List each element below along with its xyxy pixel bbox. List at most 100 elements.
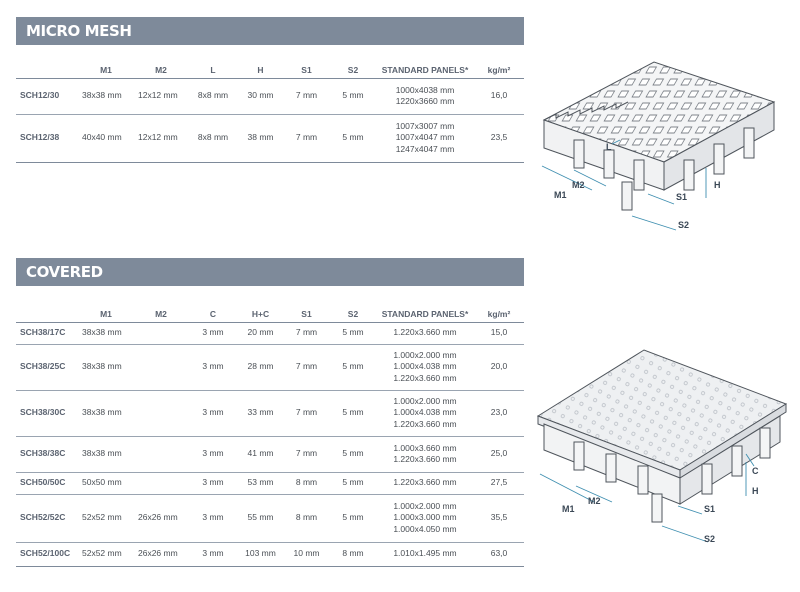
- value-cell-s2: 5 mm: [330, 78, 376, 115]
- column-header: M2: [134, 62, 188, 79]
- value-cell-c3: 3 mm: [188, 494, 238, 543]
- product-code-cell: SCH12/38: [16, 114, 78, 163]
- value-cell-m1: 38x38 mm: [78, 390, 134, 437]
- value-cell-m1: 38x38 mm: [78, 78, 134, 115]
- panel-size: 1247x4047 mm: [395, 143, 455, 154]
- panel-size: 1.000x3.000 mm: [393, 512, 457, 523]
- micro-mesh-section-header: MICRO MESH: [16, 17, 524, 45]
- value-cell-m2: [134, 390, 188, 437]
- panel-size: 1.220x3.660 mm: [393, 454, 457, 464]
- panel-size: 1.000x4.038 mm: [393, 407, 457, 418]
- value-cell-m1: 40x40 mm: [78, 114, 134, 163]
- column-header: STANDARD PANELS*: [376, 62, 474, 79]
- value-cell-s1: 7 mm: [283, 114, 330, 163]
- value-cell-m2: 12x12 mm: [134, 78, 188, 115]
- value-cell-s1: 7 mm: [283, 344, 330, 391]
- value-cell-c4: 28 mm: [238, 344, 283, 391]
- fig-label-m1: M1: [562, 504, 575, 514]
- covered-grating-illustration: M1 M2 C H S1 S2: [536, 349, 788, 544]
- value-cell-c3: 3 mm: [188, 390, 238, 437]
- value-cell-kg: 16,0: [474, 78, 524, 115]
- value-cell-m2: [134, 344, 188, 391]
- fig-label-s2: S2: [704, 534, 715, 544]
- value-cell-s2: 5 mm: [330, 436, 376, 473]
- column-header: M1: [78, 306, 134, 323]
- value-cell-c4: 33 mm: [238, 390, 283, 437]
- fig-label-m2: M2: [588, 496, 601, 506]
- value-cell-s1: 7 mm: [283, 436, 330, 473]
- panel-size: 1.220x3.660 mm: [393, 477, 457, 488]
- column-header: kg/m²: [474, 62, 524, 79]
- panel-size: 1.220x3.660 mm: [393, 327, 457, 338]
- micro-mesh-title: MICRO MESH: [26, 22, 132, 40]
- product-code-cell: SCH38/25C: [16, 344, 78, 391]
- panel-size: 1000x4038 mm: [395, 84, 455, 95]
- value-cell-m1: 38x38 mm: [78, 436, 134, 473]
- value-cell-c4: 38 mm: [238, 114, 283, 163]
- value-cell-c4: 53 mm: [238, 472, 283, 495]
- value-cell-m1: 50x50 mm: [78, 472, 134, 495]
- value-cell-c4: 30 mm: [238, 78, 283, 115]
- value-cell-m2: [134, 436, 188, 473]
- panel-size: 1.000x4.050 mm: [393, 523, 457, 534]
- panel-size: 1.000x3.660 mm: [393, 442, 457, 453]
- value-cell-s2: 5 mm: [330, 114, 376, 163]
- product-code-cell: SCH38/17C: [16, 322, 78, 345]
- fig-label-c: C: [752, 466, 759, 476]
- value-cell-kg: 23,5: [474, 114, 524, 163]
- value-cell-kg: 35,5: [474, 494, 524, 543]
- column-header: S1: [283, 62, 330, 79]
- value-cell-kg: 25,0: [474, 436, 524, 473]
- value-cell-m1: 52x52 mm: [78, 494, 134, 543]
- column-header: kg/m²: [474, 306, 524, 323]
- value-cell-m1: 38x38 mm: [78, 344, 134, 391]
- fig-label-s1: S1: [676, 192, 687, 202]
- value-cell-s1: 7 mm: [283, 390, 330, 437]
- value-cell-m2: 26x26 mm: [134, 542, 188, 567]
- panel-size: 1.220x3.660 mm: [393, 372, 457, 383]
- value-cell-kg: 15,0: [474, 322, 524, 345]
- value-cell-s1: 7 mm: [283, 78, 330, 115]
- column-header: S1: [283, 306, 330, 323]
- panel-size: 1220x3660 mm: [395, 96, 455, 106]
- value-cell-c4: 41 mm: [238, 436, 283, 473]
- panel-size: 1.010x1.495 mm: [393, 548, 457, 559]
- product-code-cell: SCH50/50C: [16, 472, 78, 495]
- value-cell-c3: 3 mm: [188, 436, 238, 473]
- product-code-cell: SCH12/30: [16, 78, 78, 115]
- micro-mesh-grating-illustration: M1 M2 L H S1 S2: [541, 61, 776, 231]
- covered-section-header: COVERED: [16, 258, 524, 286]
- value-cell-c4: 103 mm: [238, 542, 283, 567]
- product-code-cell: SCH52/52C: [16, 494, 78, 543]
- value-cell-s1: 8 mm: [283, 494, 330, 543]
- panel-size: 1.000x2.000 mm: [393, 395, 457, 406]
- standard-panels-cell: 1.010x1.495 mm: [376, 542, 474, 567]
- covered-title: COVERED: [26, 263, 103, 281]
- value-cell-m2: [134, 322, 188, 345]
- column-header: C: [188, 306, 238, 323]
- panel-size: 1007x4047 mm: [395, 132, 455, 143]
- value-cell-c3: 8x8 mm: [188, 114, 238, 163]
- standard-panels-cell: 1.220x3.660 mm: [376, 322, 474, 345]
- value-cell-c4: 55 mm: [238, 494, 283, 543]
- product-code-cell: SCH38/30C: [16, 390, 78, 437]
- fig-label-l: L: [606, 142, 612, 152]
- value-cell-m2: 26x26 mm: [134, 494, 188, 543]
- standard-panels-cell: 1.220x3.660 mm: [376, 472, 474, 495]
- fig-label-h: H: [714, 180, 721, 190]
- column-header: S2: [330, 306, 376, 323]
- panel-size: 1.220x3.660 mm: [393, 418, 457, 429]
